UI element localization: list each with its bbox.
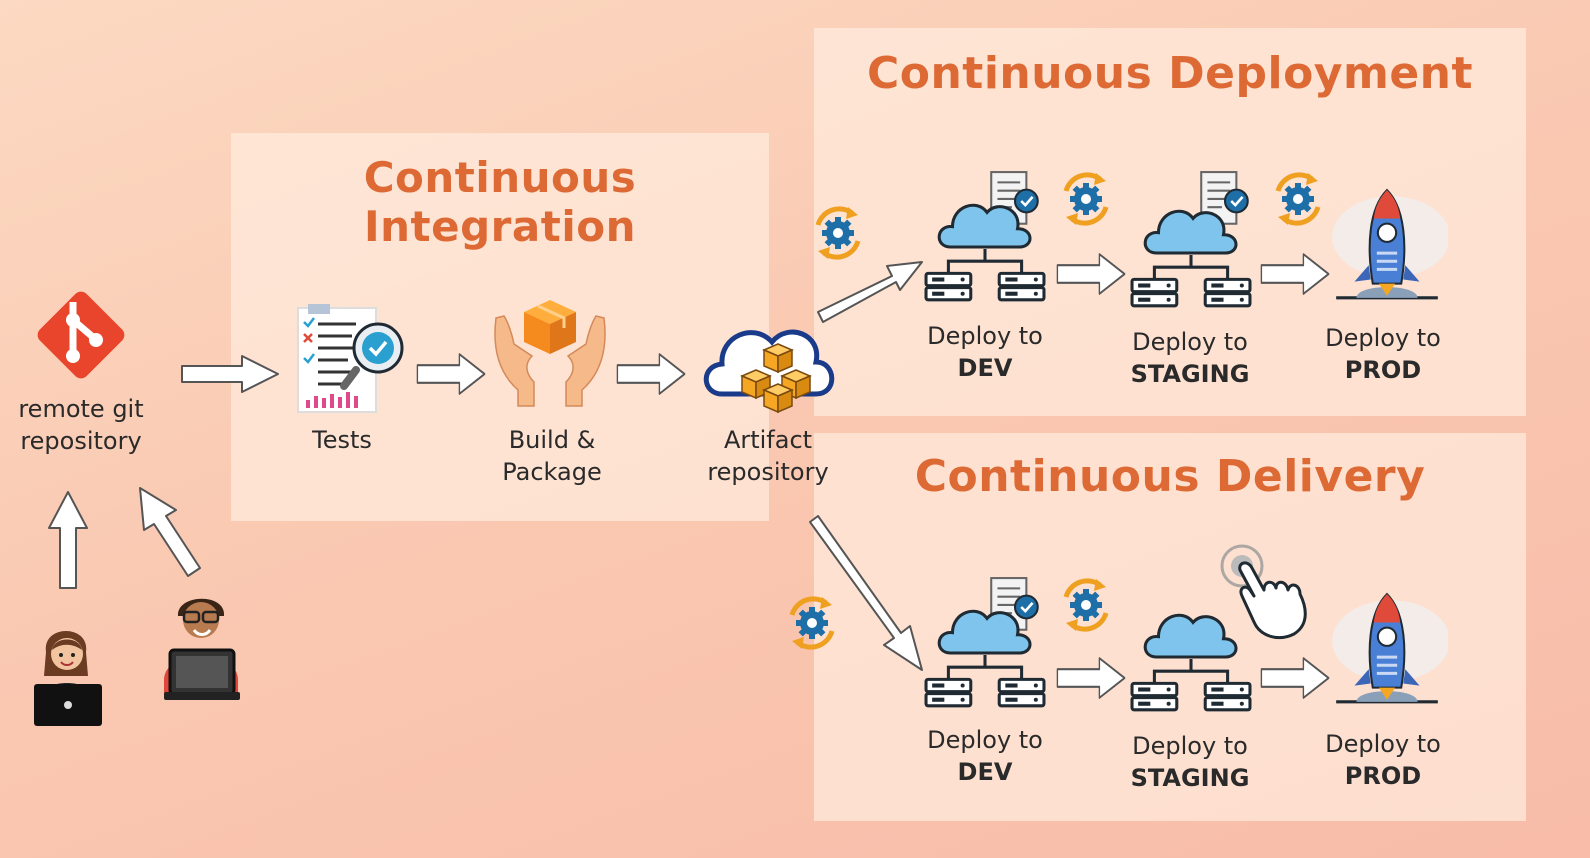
arrow-dev2-to-git — [139, 487, 201, 577]
package-icon — [494, 300, 606, 407]
cloud-server-icon — [1130, 194, 1252, 316]
deployment-title: Continuous Deployment — [866, 48, 1474, 99]
gear-cycle-icon — [1268, 166, 1328, 232]
cloud-server-icon — [924, 188, 1046, 310]
rocket-icon — [1326, 590, 1448, 712]
gear-cycle-icon — [1056, 166, 1116, 232]
arrow-git-to-tests — [180, 352, 280, 396]
delivery-title: Continuous Delivery — [914, 451, 1426, 502]
arrow-artifact-to-deployment — [817, 261, 923, 323]
arrow-dev1-to-git — [48, 491, 88, 589]
arrow-dev-to-staging — [1056, 253, 1126, 295]
gear-cycle-icon — [782, 590, 842, 656]
build-label: Build &Package — [502, 426, 602, 486]
arrow-artifact-to-delivery — [809, 515, 923, 671]
tests-icon — [297, 304, 404, 413]
cloud-server-icon — [924, 594, 1046, 716]
developer-man-icon — [164, 598, 240, 700]
git-icon — [37, 291, 125, 379]
arrow-dev-to-staging — [1056, 657, 1126, 699]
developer-woman-icon — [34, 631, 102, 726]
rocket-icon — [1326, 186, 1448, 308]
arrow-build-to-artifact — [616, 353, 686, 395]
arrow-tests-to-build — [416, 353, 486, 395]
tests-label: Tests — [312, 426, 372, 454]
ci-title: Continuous Integration — [363, 153, 637, 251]
gear-cycle-icon — [1056, 572, 1116, 638]
arrow-staging-to-prod — [1260, 657, 1330, 699]
hand-pointer-icon — [1220, 544, 1307, 639]
arrow-staging-to-prod — [1260, 253, 1330, 295]
gear-cycle-icon — [808, 200, 868, 266]
artifact-icon — [703, 329, 835, 414]
